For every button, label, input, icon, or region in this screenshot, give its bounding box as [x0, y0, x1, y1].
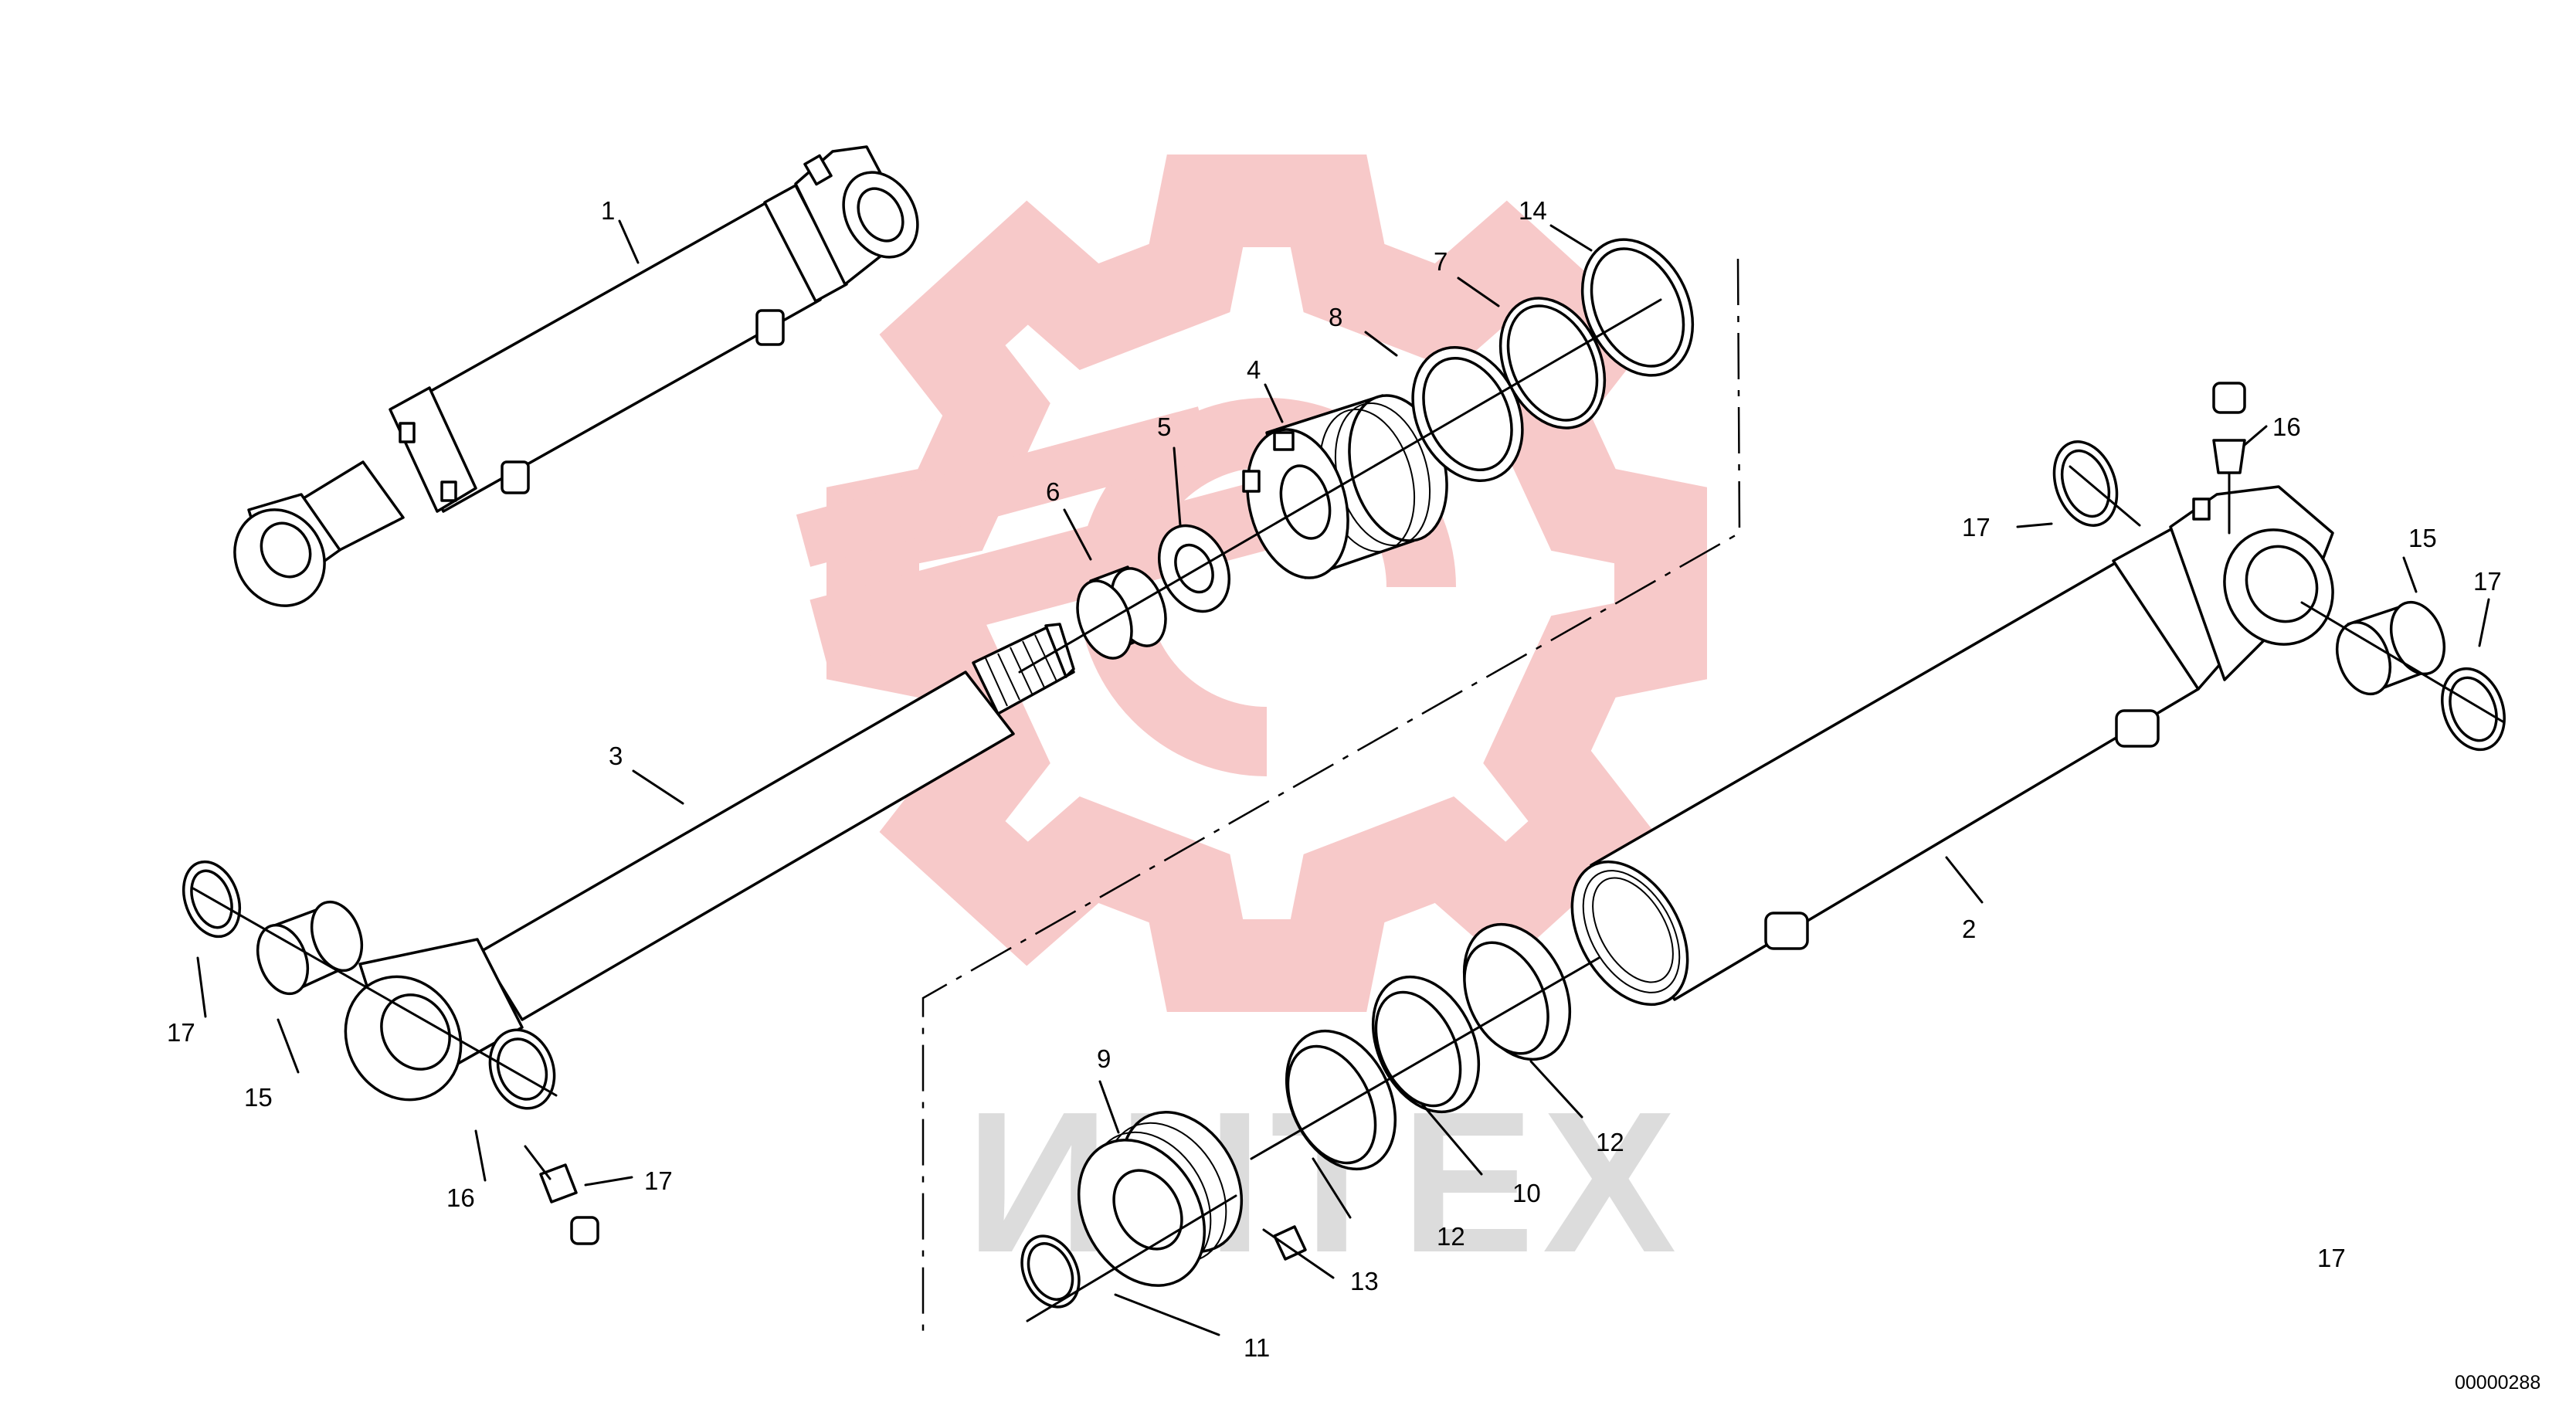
- grease-nipple-part-16-left: [539, 1163, 599, 1245]
- callout-10: 10: [1512, 1179, 1541, 1207]
- callout-15-right: 15: [2408, 524, 2437, 552]
- callout-17-right: 17: [2473, 567, 2502, 596]
- assembled-cylinder-part-1: [233, 145, 919, 607]
- callout-6: 6: [1046, 477, 1060, 506]
- seal-ring-part-8: [1411, 346, 1524, 482]
- callout-9: 9: [1097, 1044, 1111, 1073]
- callout-16-right: 16: [2272, 413, 2301, 441]
- callout-15-left: 15: [244, 1083, 273, 1112]
- callout-14: 14: [1519, 196, 1547, 225]
- callout-4: 4: [1247, 355, 1261, 384]
- callout-5: 5: [1157, 413, 1171, 441]
- wiper-seal-part-6: [1076, 565, 1167, 660]
- bushing-part-15-left: [256, 900, 364, 996]
- seal-ring-part-12-lower: [1285, 1029, 1397, 1171]
- callout-2: 2: [1962, 915, 1976, 943]
- callout-leader-lines: [196, 219, 2490, 1336]
- assembly-boundary-line: [921, 258, 1741, 1340]
- seal-ring-part-10: [1371, 975, 1481, 1114]
- callout-11: 11: [1244, 1333, 1270, 1362]
- callout-13: 13: [1350, 1267, 1379, 1295]
- callout-17-left: 17: [167, 1018, 195, 1047]
- document-number: 00000288: [2455, 1372, 2540, 1394]
- piston-part-9: [1077, 1111, 1244, 1287]
- callout-17-nipple-right: 17: [2317, 1244, 2346, 1272]
- callout-12-right: 12: [1596, 1128, 1624, 1156]
- callout-16-left: 16: [446, 1183, 475, 1212]
- set-screw-part-13: [1273, 1225, 1307, 1261]
- callout-1: 1: [601, 196, 615, 225]
- grease-nipple-part-16-right: [2212, 382, 2246, 535]
- callout-8: 8: [1329, 303, 1342, 331]
- callout-12-lower: 12: [1437, 1222, 1465, 1251]
- circlip-part-17-upper-right: [2052, 440, 2119, 527]
- callout-17-nipple: 17: [644, 1166, 673, 1195]
- piston-rod-part-3: [344, 623, 1075, 1102]
- callout-7: 7: [1434, 247, 1448, 276]
- cylinder-barrel-part-2: [1570, 485, 2334, 1007]
- circlip-part-17-right: [2441, 667, 2506, 752]
- bushing-part-15-right: [2335, 600, 2446, 696]
- callout-3: 3: [609, 742, 623, 770]
- seal-ring-part-14: [1580, 238, 1695, 377]
- bushing-part-5: [1157, 524, 1231, 613]
- seal-ring-part-12-upper: [1462, 922, 1572, 1061]
- callout-labels: 1 14 7 8 4 5 6 3 16 17 15 17 17 15 2 17 …: [167, 196, 2502, 1362]
- circlip-part-11: [1020, 1234, 1081, 1309]
- callout-17-upper-right: 17: [1962, 513, 1991, 542]
- assembly-axis-lines: [192, 298, 2504, 1322]
